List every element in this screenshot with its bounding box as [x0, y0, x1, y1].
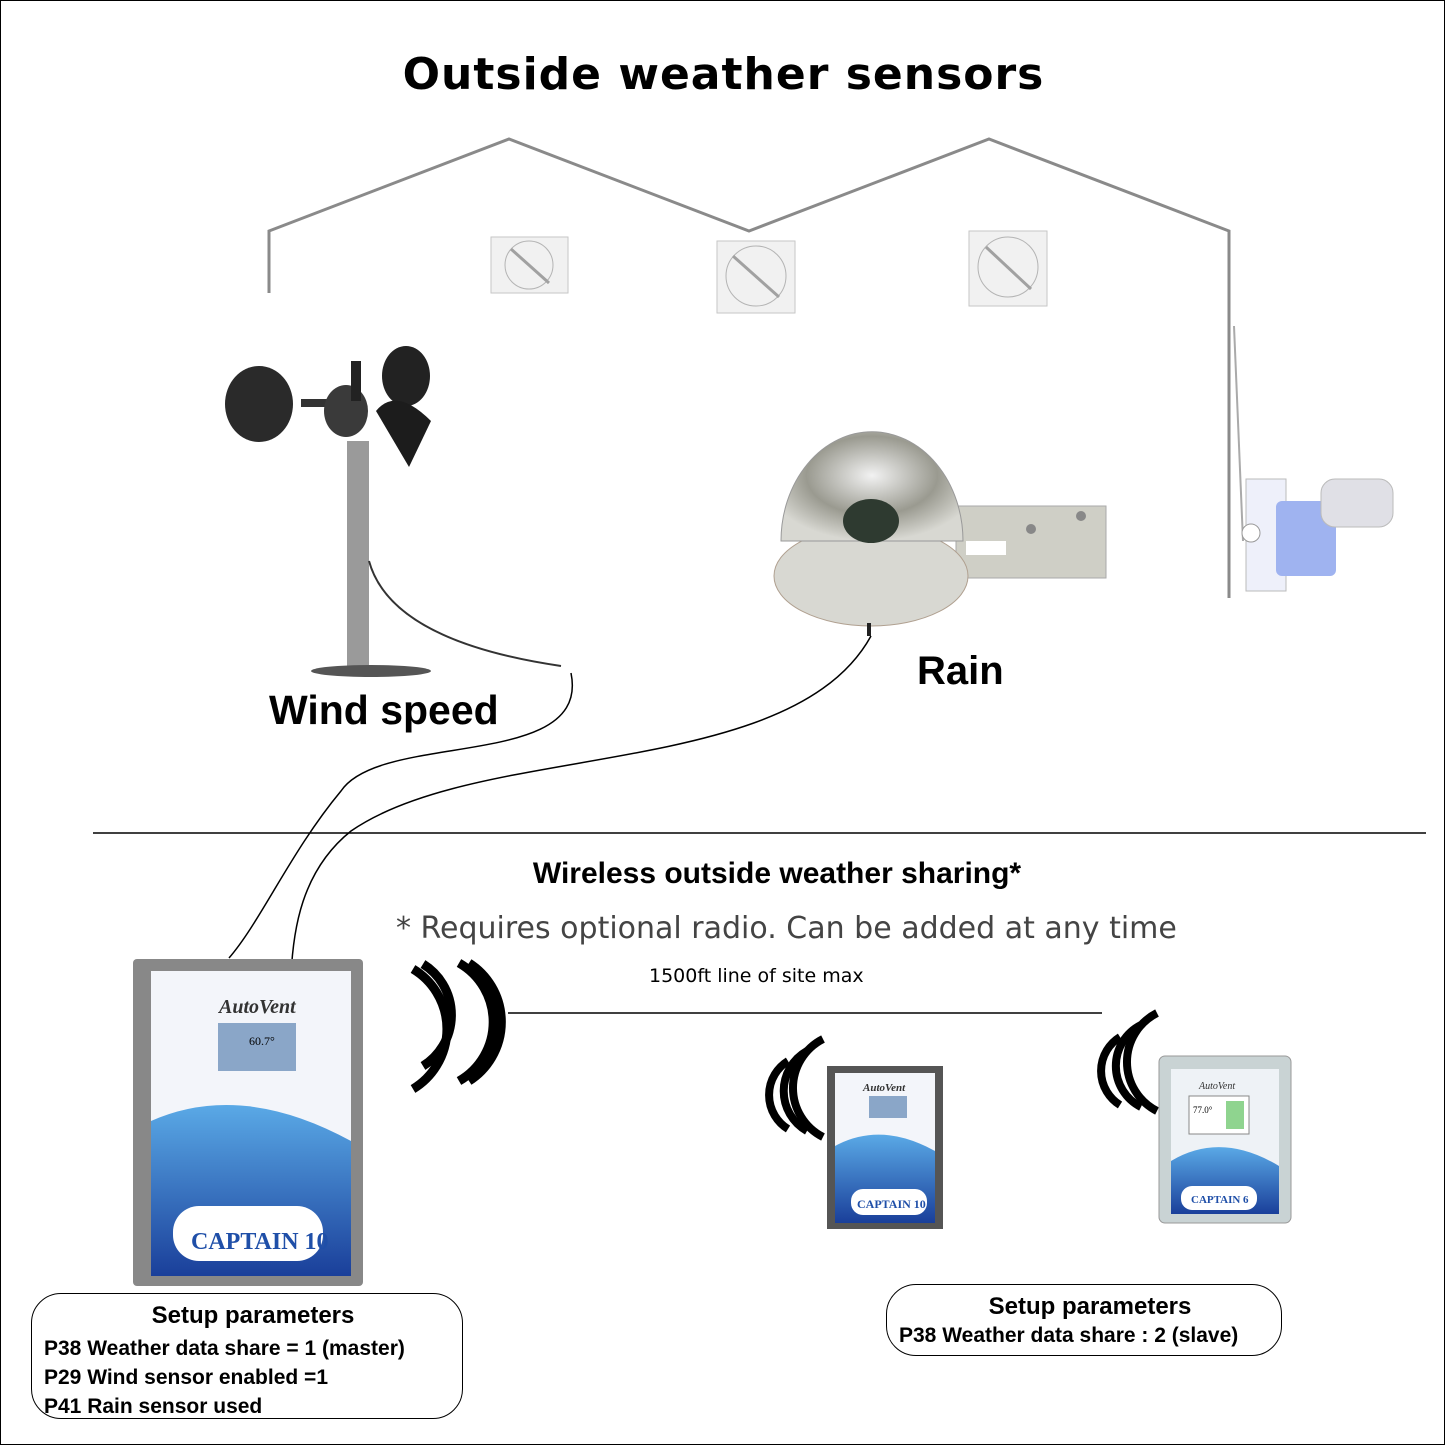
setup-heading: Setup parameters [151, 1302, 355, 1329]
rain-sensor-icon [773, 431, 1107, 636]
radio-requirement-note: * Requires optional radio. Can be added … [396, 911, 1177, 946]
master-model: CAPTAIN 10 [191, 1229, 329, 1255]
wireless-heading: Wireless outside weather sharing* [532, 857, 1022, 890]
slave-setup-box: Setup parameters P38 Weather data share … [886, 1284, 1282, 1356]
fan-icon [716, 240, 796, 314]
anemometer-icon [225, 346, 562, 677]
master-setup-box: Setup parameters P38 Weather data share … [31, 1293, 463, 1419]
range-label: 1500ft line of site max [649, 965, 864, 987]
slave1-brand: AutoVent [862, 1082, 906, 1094]
master-display-temp: 60.7° [249, 1034, 275, 1048]
slave2-display-temp: 77.0° [1193, 1105, 1213, 1115]
rain-cable [290, 635, 872, 977]
wind-speed-label: Wind speed [269, 687, 499, 733]
greenhouse-outline [267, 137, 1231, 598]
master-brand: AutoVent [217, 996, 297, 1018]
wireless-signal-icon [1097, 1009, 1159, 1115]
vent-motor-icon [1233, 325, 1394, 592]
captain10-slave-controller [827, 1066, 943, 1229]
fan-icon [968, 230, 1048, 307]
setup-heading: Setup parameters [988, 1293, 1192, 1320]
setup-row: P41 Rain sensor used [44, 1395, 263, 1418]
fan-icon [490, 236, 569, 294]
slave2-model: CAPTAIN 6 [1191, 1194, 1249, 1206]
captain6-slave-controller [1158, 1055, 1292, 1224]
slave1-model: CAPTAIN 10 [857, 1197, 926, 1211]
setup-row: P38 Weather data share = 1 (master) [44, 1337, 405, 1360]
setup-row: P38 Weather data share : 2 (slave) [899, 1324, 1239, 1347]
wind-cable [228, 672, 574, 959]
slave2-brand: AutoVent [1198, 1081, 1235, 1092]
setup-row: P29 Wind sensor enabled =1 [44, 1366, 328, 1389]
captain10-master-controller [133, 959, 363, 1286]
wireless-signal-icon [410, 959, 506, 1093]
page-title: Outside weather sensors [402, 49, 1045, 100]
rain-label: Rain [917, 649, 1004, 693]
wireless-signal-icon [765, 1035, 825, 1141]
